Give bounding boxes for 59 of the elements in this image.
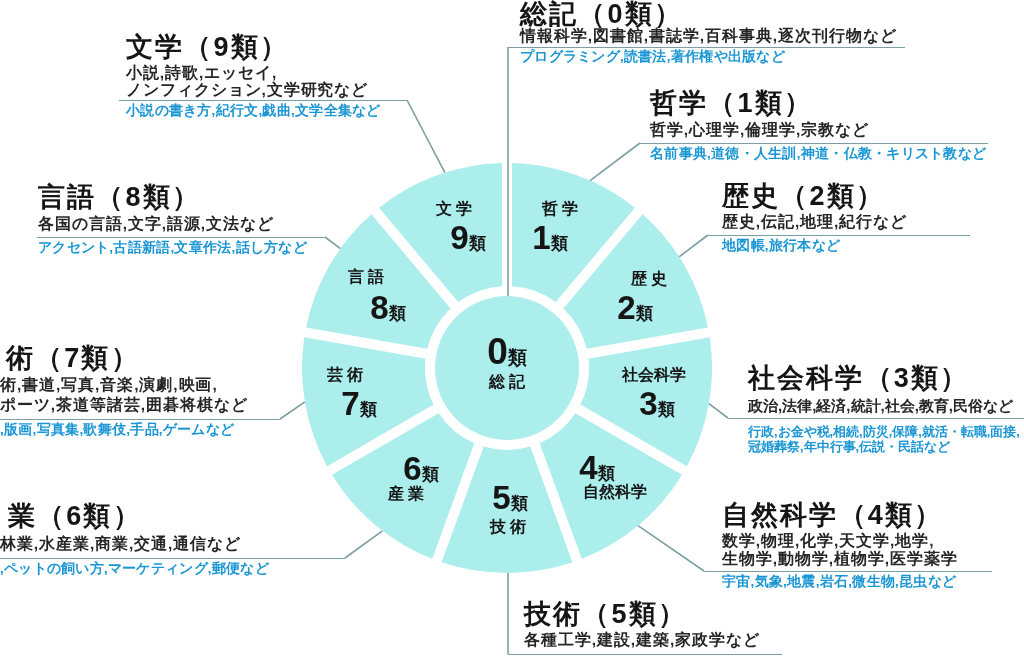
subject-list: 政治,法律,経済,統計,社会,教育,民俗など bbox=[728, 397, 1024, 419]
subject-list: 哲学,心理学,倫理学,宗教など bbox=[640, 121, 988, 144]
class-number: 7類 bbox=[341, 387, 377, 421]
leader-line bbox=[507, 46, 509, 297]
segment-label: 技術 bbox=[488, 517, 532, 537]
class-number: 6類 bbox=[403, 452, 439, 486]
subject-list: 小説,詩歌,エッセイ,ノンフィクション,文学研究など bbox=[119, 64, 407, 101]
example-list: 小説の書き方,紀行文,戯曲,文学全集など bbox=[126, 103, 381, 119]
segment-label: 文学 bbox=[434, 199, 478, 219]
leader-line bbox=[279, 401, 306, 420]
class-number: 9類 bbox=[450, 221, 486, 255]
leader-line bbox=[406, 99, 446, 174]
subject-list: 歴史,伝記,地理,紀行など bbox=[708, 213, 970, 236]
class-number: 3類 bbox=[639, 387, 675, 421]
category-heading: 技術（5類） bbox=[524, 600, 687, 630]
segment-label: 社会科学 bbox=[622, 365, 686, 385]
segment-label: 言語 bbox=[346, 267, 390, 287]
category-heading: 業（6類） bbox=[8, 502, 142, 532]
leader-line bbox=[507, 572, 509, 655]
segment-label: 自然科学 bbox=[583, 482, 647, 502]
segment-label: 産業 bbox=[386, 484, 430, 504]
class-number: 1類 bbox=[532, 221, 568, 255]
subject-list: 数学,物理,化学,天文学,地学,生物学,動物学,植物学,医学薬学 bbox=[704, 532, 992, 572]
example-list: ,ペットの飼い方,マーケティング,郵便など bbox=[0, 561, 269, 577]
segment-label: 歴史 bbox=[629, 269, 673, 289]
category-heading: 哲学（1類） bbox=[650, 89, 813, 119]
example-list: 地図帳,旅行本など bbox=[722, 238, 841, 254]
segment-label: 総記 bbox=[487, 372, 531, 392]
class-number: 2類 bbox=[617, 291, 653, 325]
subject-list: 術,書道,写真,音楽,演劇,映画,ポーツ,茶道等諸芸,囲碁将棋など bbox=[0, 375, 280, 420]
category-heading: 言語（8類） bbox=[38, 183, 201, 213]
category-heading: 術（7類） bbox=[6, 344, 140, 374]
category-heading: 文学（9類） bbox=[126, 33, 289, 63]
category-heading: 自然科学（4類） bbox=[722, 501, 944, 531]
example-list: ,版画,写真集,歌舞伎,手品,ゲームなど bbox=[0, 422, 235, 438]
subject-list: 各種工学,建設,建築,家政学など bbox=[508, 631, 782, 655]
class-number: 5類 bbox=[492, 481, 528, 515]
example-list: 宇宙,気象,地震,岩石,微生物,昆虫など bbox=[722, 574, 957, 590]
leader-line bbox=[678, 234, 709, 258]
category-heading: 歴史（2類） bbox=[722, 182, 885, 212]
example-list: 行政,お金や税,相続,防災,保障,就活・転職,面接,冠婚葬祭,年中行事,伝説・民話など bbox=[748, 424, 1023, 454]
example-list: 名前事典,道徳・人生訓,神道・仏教・キリスト教など bbox=[650, 146, 987, 162]
example-list: アクセント,古語新語,文章作法,話し方など bbox=[38, 240, 307, 256]
segment-label: 哲学 bbox=[540, 199, 584, 219]
wheel-segment bbox=[441, 446, 573, 573]
center-circle bbox=[435, 296, 579, 440]
leader-line bbox=[637, 524, 705, 572]
leader-line bbox=[708, 402, 729, 419]
class-number: 0類 bbox=[487, 333, 527, 371]
leader-line bbox=[344, 530, 384, 559]
segment-label: 芸術 bbox=[325, 365, 369, 385]
example-list: プログラミング,読書法,著作権や出版など bbox=[520, 49, 785, 65]
subject-list: 林業,水産業,商業,交通,通信など bbox=[0, 535, 345, 559]
leader-line bbox=[324, 236, 342, 250]
class-number: 8類 bbox=[370, 291, 406, 325]
subject-list: 情報科学,図書館,書誌学,百科事典,逐次刊行物など bbox=[508, 27, 905, 48]
category-heading: 社会科学（3類） bbox=[748, 364, 970, 394]
leader-line bbox=[589, 142, 641, 182]
subject-list: 各国の言語,文字,語源,文法など bbox=[37, 215, 325, 238]
